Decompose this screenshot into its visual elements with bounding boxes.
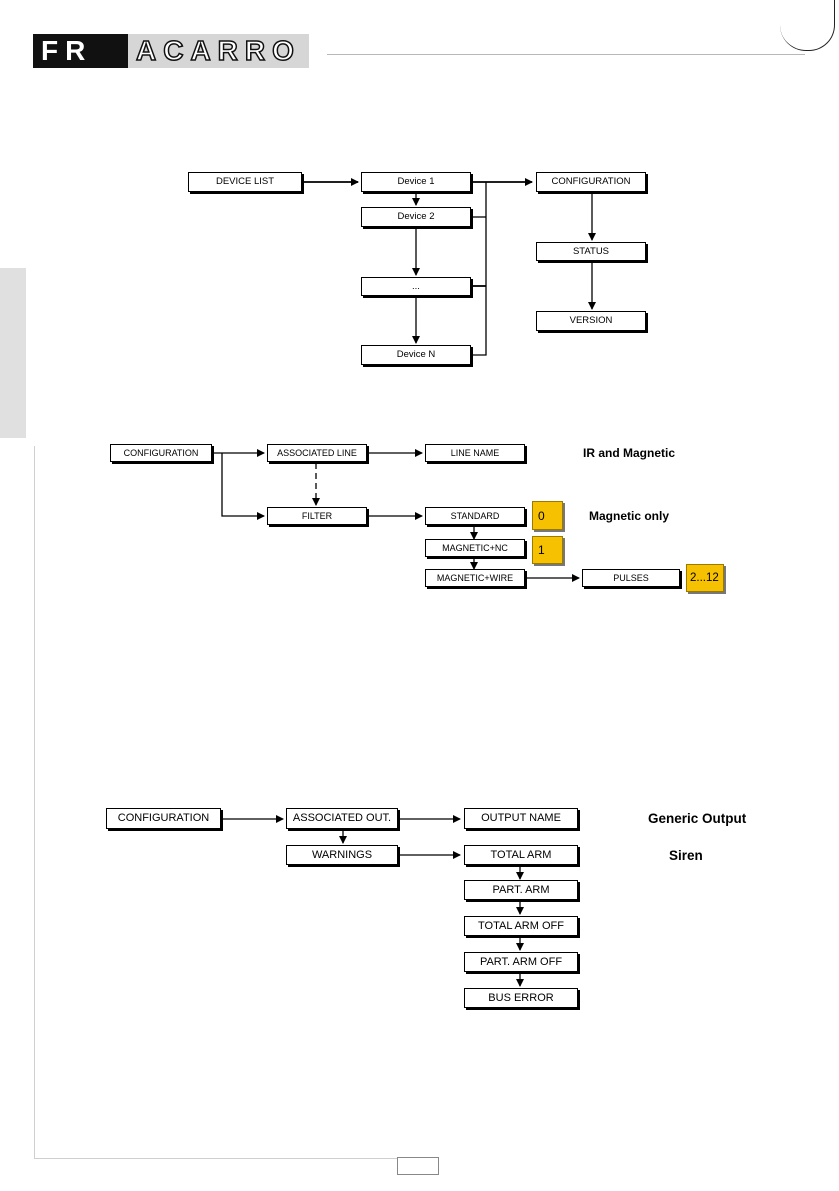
box-pulses: PULSES xyxy=(582,569,680,587)
side-tab xyxy=(0,268,26,438)
box-warnings: WARNINGS xyxy=(286,845,398,865)
box-standard: STANDARD xyxy=(425,507,525,525)
margin-line-horizontal xyxy=(34,1158,436,1159)
box-device-list: DEVICE LIST xyxy=(188,172,302,192)
value-box-standard: 0 xyxy=(532,501,563,530)
box-configuration-3: CONFIGURATION xyxy=(106,808,221,829)
logo-text-acarro: ACARRO xyxy=(135,35,301,67)
fracarro-logo: FR ACARRO xyxy=(33,34,309,68)
page-corner-mark xyxy=(780,0,835,51)
box-associated-out: ASSOCIATED OUT. xyxy=(286,808,398,829)
logo-grey-block xyxy=(128,34,309,68)
label-magnetic-only: Magnetic only xyxy=(589,509,670,523)
box-configuration: CONFIGURATION xyxy=(536,172,646,192)
label-generic-output: Generic Output xyxy=(648,811,747,826)
logo-text-fr: FR xyxy=(41,35,93,66)
box-device-2: Device 2 xyxy=(361,207,471,227)
label-ir-and-magnetic: IR and Magnetic xyxy=(583,446,676,460)
header-rule xyxy=(327,54,805,55)
box-output-name: OUTPUT NAME xyxy=(464,808,578,829)
box-magnetic-nc: MAGNETIC+NC xyxy=(425,539,525,557)
box-status: STATUS xyxy=(536,242,646,261)
margin-line-vertical xyxy=(34,446,35,1158)
box-total-arm-off: TOTAL ARM OFF xyxy=(464,916,578,936)
page-number-box xyxy=(397,1157,439,1175)
box-device-ellipsis: ... xyxy=(361,277,471,296)
box-part-arm: PART. ARM xyxy=(464,880,578,900)
box-bus-error: BUS ERROR xyxy=(464,988,578,1008)
box-configuration-2: CONFIGURATION xyxy=(110,444,212,462)
box-part-arm-off: PART. ARM OFF xyxy=(464,952,578,972)
box-filter: FILTER xyxy=(267,507,367,525)
label-siren: Siren xyxy=(669,848,703,863)
box-version: VERSION xyxy=(536,311,646,331)
box-device-n: Device N xyxy=(361,345,471,365)
box-line-name: LINE NAME xyxy=(425,444,525,462)
value-box-magnetic-nc: 1 xyxy=(532,536,563,564)
box-associated-line: ASSOCIATED LINE xyxy=(267,444,367,462)
box-total-arm: TOTAL ARM xyxy=(464,845,578,865)
box-device-1: Device 1 xyxy=(361,172,471,192)
value-box-pulses: 2...12 xyxy=(686,564,724,592)
box-magnetic-wire: MAGNETIC+WIRE xyxy=(425,569,525,587)
logo-dark-block xyxy=(33,34,128,68)
